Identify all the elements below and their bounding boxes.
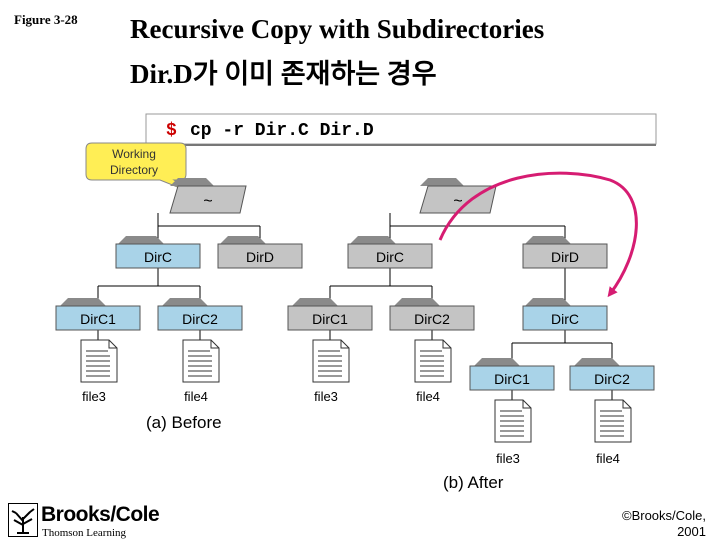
folder-after-dirc: DirC xyxy=(347,236,433,269)
folder-after-dird-dirc: DirC xyxy=(522,298,608,331)
file-icon-after-file4: file4 xyxy=(414,339,452,404)
caption-after: (b) After xyxy=(443,473,504,492)
root-label-after: ~ xyxy=(453,193,462,210)
title-line-2: Dir.D가 이미 존재하는 경우 xyxy=(130,59,437,89)
file-label: file3 xyxy=(82,389,106,404)
publisher-sub: Thomson Learning xyxy=(42,527,127,539)
file-icon-after-file3: file3 xyxy=(312,339,350,404)
file-icon-before-file4: file4 xyxy=(182,339,220,404)
folder-label: DirD xyxy=(551,249,579,265)
caption-before: (a) Before xyxy=(146,413,222,432)
file-connectors xyxy=(97,330,613,400)
copy-arrow xyxy=(438,171,638,298)
command-text: cp -r Dir.C Dir.D xyxy=(190,121,374,141)
copyright-line-1: ©Brooks/Cole, xyxy=(622,508,706,523)
folder-after-dird: DirD xyxy=(522,236,608,269)
copyright-line-2: 2001 xyxy=(677,524,706,539)
folder-after-dirc2-copy: DirC2 xyxy=(569,358,655,391)
command-prompt: $ xyxy=(166,121,177,141)
folder-label: DirC2 xyxy=(594,371,630,387)
tree-lines xyxy=(97,213,613,362)
folder-root-after: ~ xyxy=(419,178,497,214)
working-directory-callout: Working Directory xyxy=(85,142,201,197)
publisher-logo: Brooks/Cole Thomson Learning xyxy=(8,503,173,539)
file-icon-after-copy-file3: file3 xyxy=(494,399,532,466)
folder-label: DirD xyxy=(246,249,274,265)
folder-after-dirc2: DirC2 xyxy=(389,298,475,331)
file-label: file3 xyxy=(314,389,338,404)
tree-logo-icon xyxy=(8,503,38,537)
folder-label: DirC1 xyxy=(80,311,116,327)
folder-label: DirC2 xyxy=(182,311,218,327)
callout-line-1: Working xyxy=(112,147,156,161)
folder-after-dirc1-copy: DirC1 xyxy=(469,358,555,391)
folder-after-dirc1: DirC1 xyxy=(287,298,373,331)
copyright: ©Brooks/Cole, 2001 xyxy=(622,508,706,540)
folder-before-dirc1: DirC1 xyxy=(55,298,141,331)
folder-root-before: ~ xyxy=(169,178,247,214)
title-line-1: Recursive Copy with Subdirectories xyxy=(130,14,545,44)
callout-line-2: Directory xyxy=(110,163,158,177)
file-label: file3 xyxy=(496,451,520,466)
publisher-name: Brooks/Cole xyxy=(41,503,160,526)
command-box: $ cp -r Dir.C Dir.D xyxy=(145,113,657,146)
folder-label: DirC xyxy=(551,311,579,327)
figure-label: Figure 3-28 xyxy=(14,12,78,27)
folder-label: DirC xyxy=(144,249,172,265)
folder-before-dird: DirD xyxy=(217,236,303,269)
file-icon-after-copy-file4: file4 xyxy=(594,399,632,466)
file-label: file4 xyxy=(416,389,440,404)
folder-label: DirC1 xyxy=(312,311,348,327)
folder-label: DirC1 xyxy=(494,371,530,387)
file-icon-before-file3: file3 xyxy=(80,339,118,404)
folder-before-dirc2: DirC2 xyxy=(157,298,243,331)
folder-before-dirc: DirC xyxy=(115,236,201,269)
file-label: file4 xyxy=(184,389,208,404)
file-label: file4 xyxy=(596,451,620,466)
root-label-before: ~ xyxy=(203,193,212,210)
folder-label: DirC xyxy=(376,249,404,265)
folder-label: DirC2 xyxy=(414,311,450,327)
